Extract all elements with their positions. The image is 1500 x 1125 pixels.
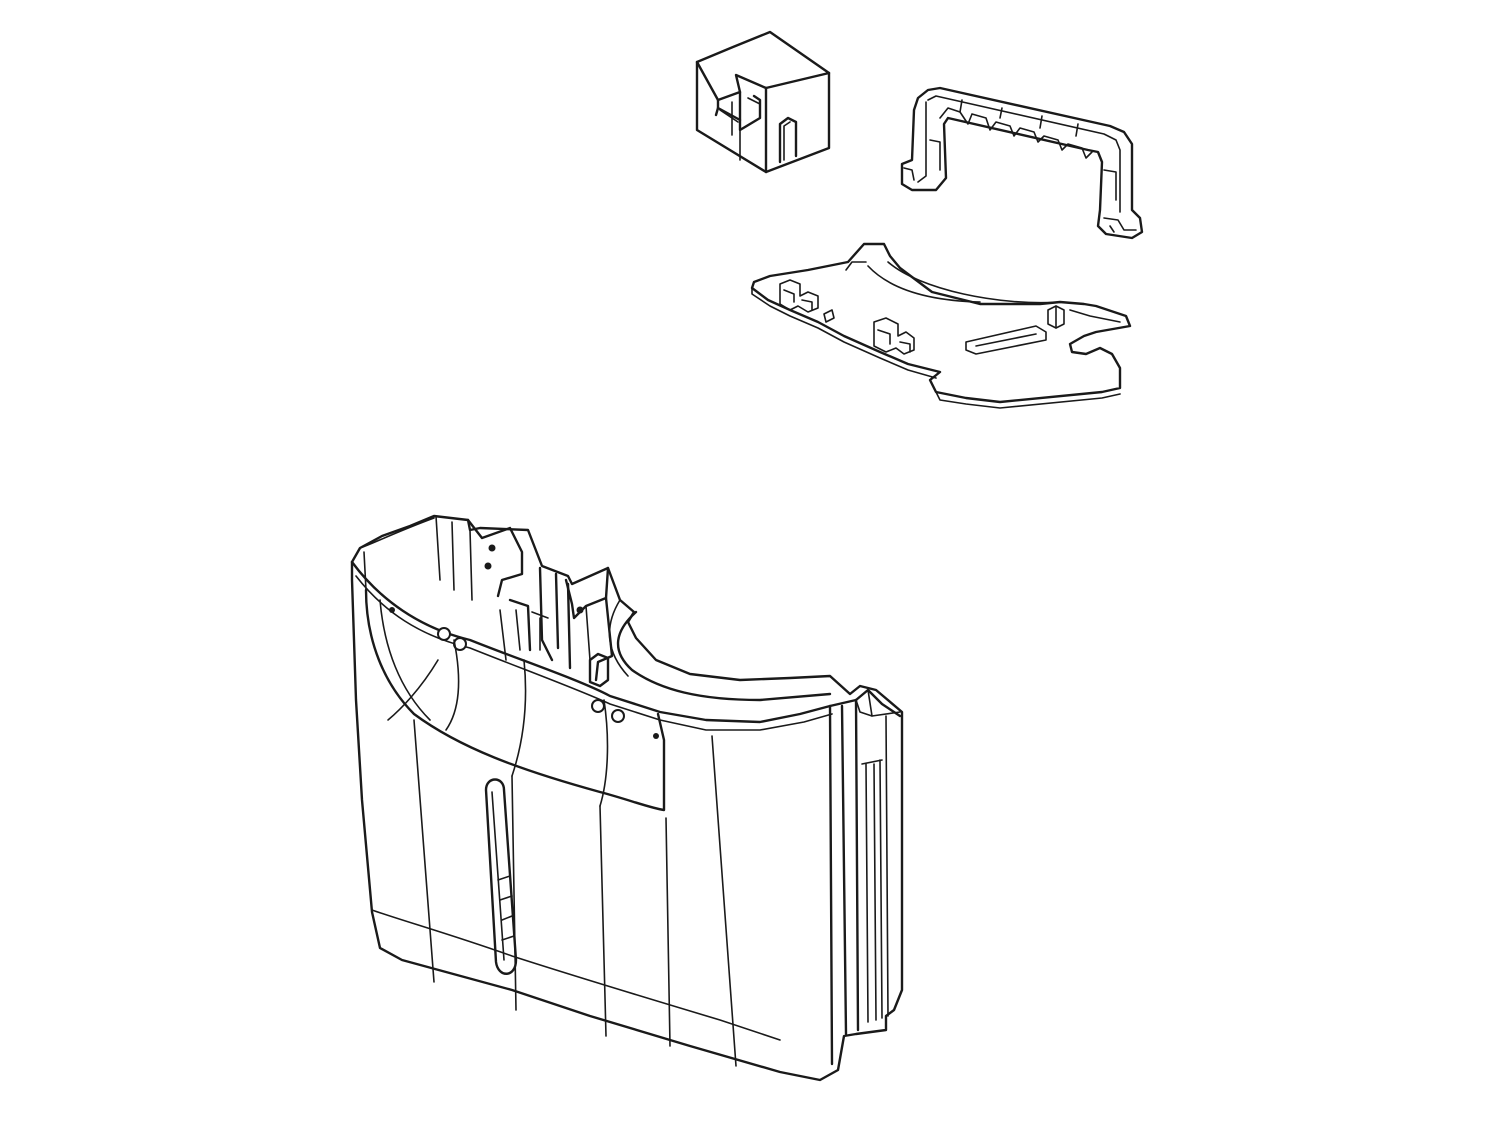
water-tank: [350, 514, 904, 1082]
u-handle: [900, 86, 1144, 240]
notched-cube-block: [695, 30, 831, 174]
mounting-plate: [750, 242, 1132, 409]
